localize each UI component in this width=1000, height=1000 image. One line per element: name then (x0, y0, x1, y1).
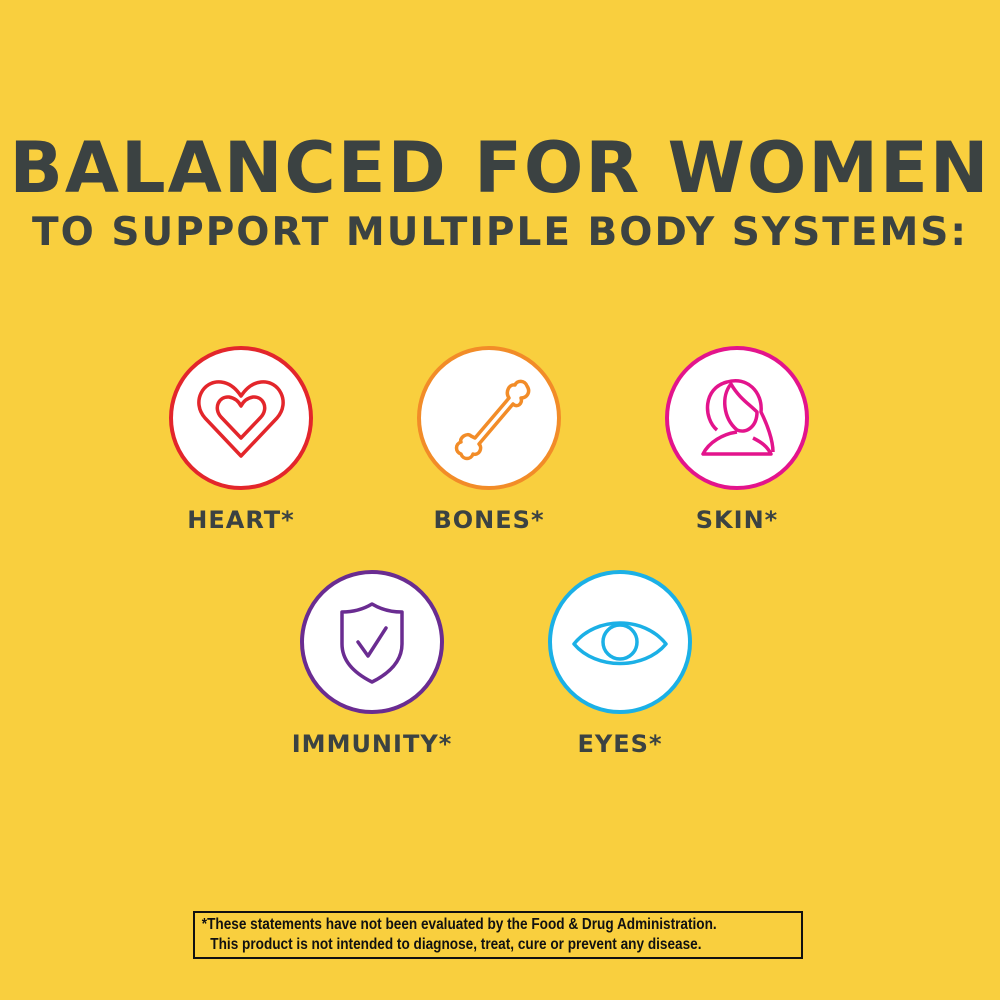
fda-disclaimer: *These statements have not been evaluate… (193, 911, 803, 959)
eye-icon (572, 621, 668, 666)
disclaimer-line-2: This product is not intended to diagnose… (210, 936, 702, 953)
benefit-eyes: EYES* (520, 570, 720, 758)
benefit-heart: HEART* (141, 346, 341, 534)
benefit-bones: BONES* (389, 346, 589, 534)
bones-badge (417, 346, 561, 490)
subheadline: TO SUPPORT MULTIPLE BODY SYSTEMS: (32, 210, 968, 255)
benefit-skin: SKIN* (637, 346, 837, 534)
eyes-label: EYES* (577, 730, 663, 758)
shield-check-icon (340, 602, 404, 684)
skin-label: SKIN* (695, 506, 779, 534)
immunity-label: IMMUNITY* (291, 730, 453, 758)
disclaimer-line-1: *These statements have not been evaluate… (201, 916, 717, 933)
headline: BALANCED FOR WOMEN (9, 127, 991, 209)
skin-badge (665, 346, 809, 490)
heart-label: HEART* (187, 506, 295, 534)
bone-icon (454, 379, 531, 461)
woman-face-icon (701, 379, 775, 456)
eyes-badge (548, 570, 692, 714)
heart-icon (197, 380, 285, 458)
immunity-badge (300, 570, 444, 714)
benefit-immunity: IMMUNITY* (272, 570, 472, 758)
bones-label: BONES* (433, 506, 545, 534)
heart-badge (169, 346, 313, 490)
